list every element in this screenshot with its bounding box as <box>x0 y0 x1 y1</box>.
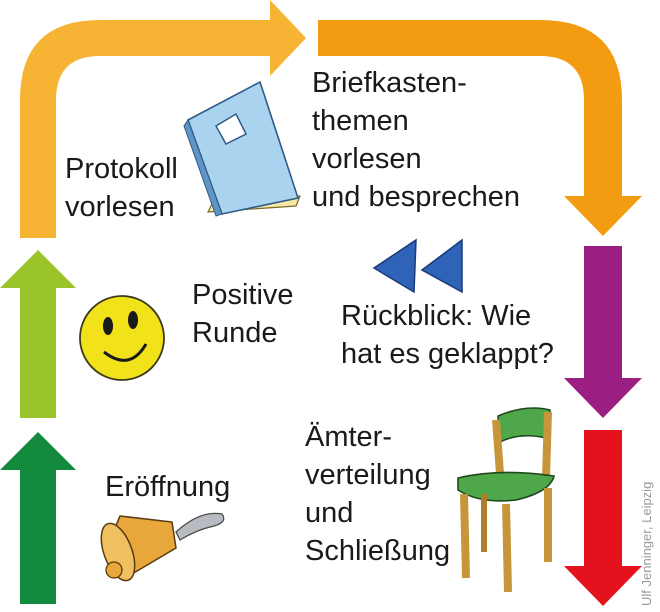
smiley-icon <box>79 295 165 381</box>
label-briefkasten-line-4: und besprechen <box>312 181 520 213</box>
label-protokoll-line-2: vorlesen <box>65 191 175 223</box>
arrow-eroeffnung <box>0 432 76 604</box>
label-rueckblick-line-1: Rückblick: Wie <box>341 300 532 332</box>
bell-icon <box>100 512 225 582</box>
label-briefkasten: Briefkasten- themen vorlesen und besprec… <box>312 64 520 216</box>
label-aemter-line-3: und <box>305 497 354 529</box>
label-aemter-line-4: Schließung <box>305 535 451 567</box>
chair-icon <box>457 407 555 593</box>
image-credit: Ulf Jenninger, Leipzig <box>639 481 654 606</box>
label-positive-line-2: Runde <box>192 317 278 349</box>
arrow-briefkasten <box>318 20 642 236</box>
label-eroeffnung-line-1: Eröffnung <box>105 471 231 503</box>
label-briefkasten-line-3: vorlesen <box>312 143 422 175</box>
label-aemterverteilung: Ämter- verteilung und Schließung <box>305 418 450 570</box>
label-positive-runde: Positive Runde <box>192 276 294 352</box>
label-protokoll-line-1: Protokoll <box>65 153 178 185</box>
arrow-protokoll <box>20 0 306 238</box>
label-briefkasten-line-1: Briefkasten- <box>312 67 467 99</box>
label-eroeffnung: Eröffnung <box>105 468 230 506</box>
notebook-icon <box>183 80 301 217</box>
rewind-icon <box>372 238 463 294</box>
label-protokoll: Protokoll vorlesen <box>65 150 178 226</box>
arrow-rueckblick <box>564 246 642 418</box>
label-rueckblick-line-2: hat es geklappt? <box>341 338 554 370</box>
arrow-positive-runde <box>0 250 76 418</box>
label-aemter-line-2: verteilung <box>305 459 431 491</box>
arrow-aemter <box>564 430 642 606</box>
label-rueckblick: Rückblick: Wie hat es geklappt? <box>341 297 554 373</box>
label-aemter-line-1: Ämter- <box>305 421 392 453</box>
label-positive-line-1: Positive <box>192 279 294 311</box>
label-briefkasten-line-2: themen <box>312 105 409 137</box>
